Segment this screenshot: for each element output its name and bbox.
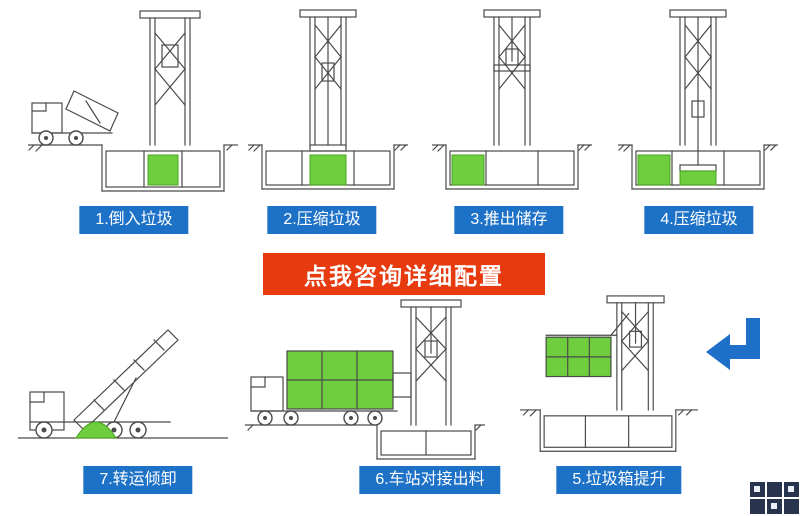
underground-pit (28, 144, 238, 192)
step-label-6: 6.车站对接出料 (359, 466, 501, 494)
garbage-pile (75, 421, 117, 439)
diagram-step-5-bin-lift (520, 292, 698, 464)
watermark-logo (744, 478, 800, 516)
garbage (147, 154, 179, 186)
diagram-step-6-docking-discharge (245, 295, 485, 465)
tipper-truck (18, 329, 228, 439)
diagram-step-4-compress (618, 5, 778, 205)
compressor-tower (299, 9, 357, 152)
step-label-3: 3.推出储存 (454, 206, 564, 234)
diagram-step-3-push-to-storage (432, 5, 592, 205)
consult-banner-button[interactable]: 点我咨询详细配置 (263, 253, 545, 295)
step-label-5: 5.垃圾箱提升 (556, 466, 682, 494)
garbage (451, 154, 485, 186)
step-label-7: 7.转运倾卸 (83, 466, 193, 494)
step-label-2: 2.压缩垃圾 (267, 206, 377, 234)
underground-pit (432, 144, 592, 190)
compressor-tower (669, 9, 727, 172)
garbage (637, 154, 671, 186)
step-label-1: 1.倒入垃圾 (79, 206, 189, 234)
diagram-step-7-transfer-dump (18, 300, 228, 460)
lift-tower (545, 295, 665, 411)
lift-tower (139, 10, 201, 146)
underground-pit (245, 424, 485, 460)
docked-truck (250, 350, 412, 426)
underground-pit (520, 409, 698, 452)
flow-direction-arrow-icon (704, 312, 762, 384)
garbage-compressed (679, 170, 717, 186)
dump-truck (31, 90, 119, 146)
lifted-bin (545, 336, 612, 378)
step-label-4: 4.压缩垃圾 (644, 206, 754, 234)
lift-tower (400, 299, 462, 426)
diagram-step-1-dump-in (28, 5, 238, 205)
underground-pit (248, 144, 408, 190)
diagram-step-2-compress (248, 5, 408, 205)
compressor-tower (483, 9, 541, 146)
garbage (309, 154, 347, 186)
